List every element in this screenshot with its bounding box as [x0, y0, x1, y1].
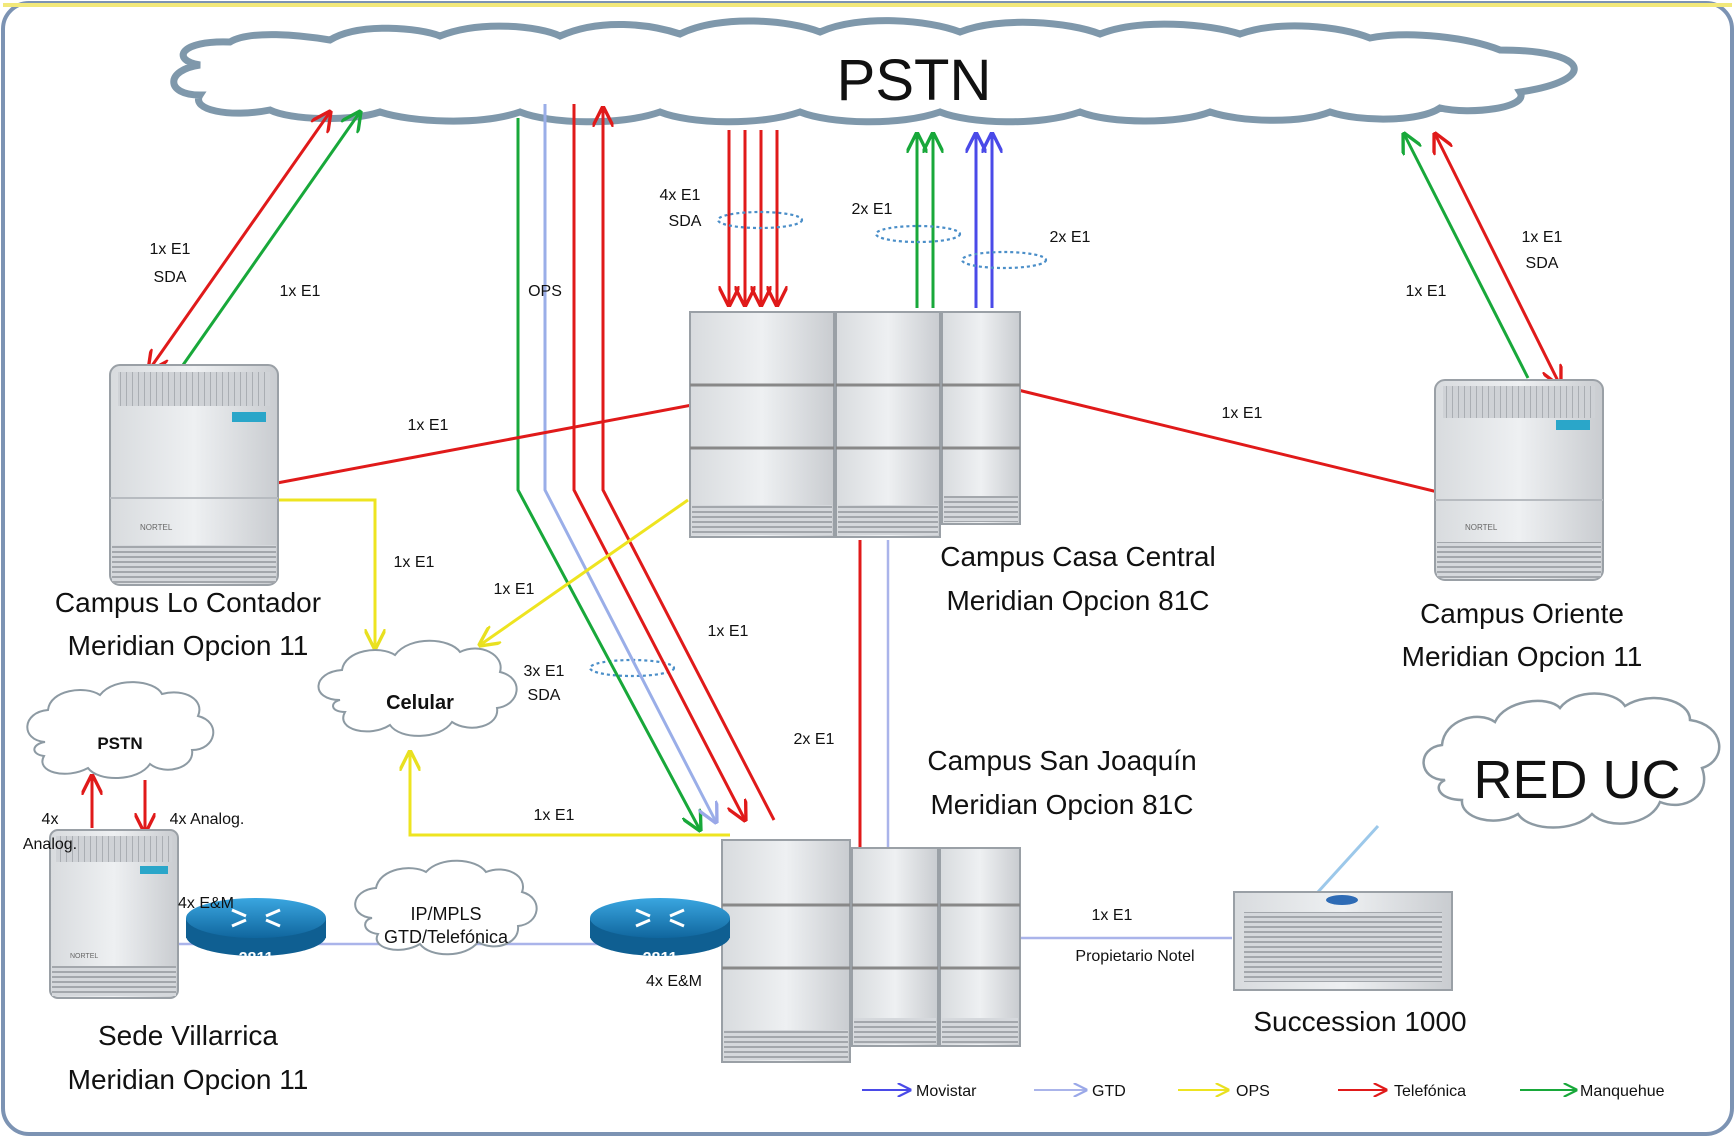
bundle-ellipse-cc-telefonica — [716, 210, 804, 230]
label-sj-pstn-red: 1x E1 — [708, 623, 749, 640]
link-lc-celular-ops — [276, 498, 375, 648]
red-uc-cloud: RED UC — [1422, 692, 1721, 829]
legend-label-gtd: GTD — [1092, 1083, 1126, 1100]
label-cc-pstn-red-2: SDA — [669, 213, 702, 230]
svg-text:NORTEL: NORTEL — [1465, 523, 1498, 532]
router-right-label: 2811 — [643, 950, 678, 967]
legend-label-movistar: Movistar — [916, 1083, 977, 1100]
label-vr-analog-down: 4x Analog. — [170, 811, 245, 828]
bundle-ellipse-cc-manquehue — [874, 224, 962, 244]
pstn-small-cloud: PSTN — [26, 681, 215, 780]
link-sj-pstn-telefonica-1 — [572, 104, 745, 820]
link-cc-celular-ops — [480, 498, 689, 645]
legend-label-ops: OPS — [1236, 1083, 1270, 1100]
label-or-pstn-green: 1x E1 — [1406, 283, 1447, 300]
site-casa-central-name: Campus Casa Central — [940, 541, 1215, 572]
label-cc-pstn-blue: 2x E1 — [1050, 229, 1091, 246]
label-ops: OPS — [528, 283, 562, 300]
label-or-pstn-red-2: SDA — [1526, 255, 1559, 272]
label-em-left: 4x E&M — [178, 895, 234, 912]
label-vr-analog-up-2: Analog. — [23, 836, 77, 853]
pstn-main-label: PSTN — [837, 48, 992, 113]
label-cc-pstn-green: 2x E1 — [852, 201, 893, 218]
link-sj-pstn-telefonica-2 — [603, 108, 776, 821]
label-vr-analog-up-1: 4x — [42, 811, 59, 828]
label-cc-pstn-red-1: 4x E1 — [660, 187, 701, 204]
label-lc-pstn-green: 1x E1 — [280, 283, 321, 300]
link-cc-pstn-manquehue-group — [917, 134, 933, 308]
site-villarrica-model: Meridian Opcion 11 — [68, 1064, 309, 1095]
link-or-pstn-telefonica — [1435, 134, 1560, 385]
celular-label: Celular — [386, 692, 454, 714]
ipmpls-cloud: IP/MPLS GTD/Telefónica — [354, 859, 538, 956]
link-lc-pstn-telefonica — [149, 112, 330, 370]
top-accent-bar — [3, 3, 1732, 7]
router-left: 2811 — [186, 898, 326, 967]
link-lc-pstn-manquehue — [174, 112, 360, 376]
label-or-pstn-red-1: 1x E1 — [1522, 229, 1563, 246]
pbx-villarrica: NORTEL — [49, 829, 179, 999]
site-lo-contador-name: Campus Lo Contador — [55, 587, 321, 618]
label-lc-cc: 1x E1 — [408, 417, 449, 434]
site-villarrica-name: Sede Villarrica — [98, 1020, 278, 1051]
pbx-oriente: NORTEL — [1434, 379, 1604, 581]
label-cc-sj: 2x E1 — [794, 731, 835, 748]
pbx-succession-1000 — [1233, 891, 1453, 991]
pbx-san-joaquin — [721, 839, 1021, 1063]
label-lc-cel: 1x E1 — [394, 554, 435, 571]
legend: Movistar GTD OPS Telefónica Manquehue — [862, 1083, 1665, 1100]
link-lc-cc — [276, 400, 709, 485]
router-right: 2811 — [590, 898, 730, 967]
site-san-joaquin-model: Meridian Opcion 81C — [930, 789, 1193, 820]
label-lc-pstn-red-2: SDA — [154, 269, 187, 286]
bundle-ellipse-cc-movistar — [960, 250, 1048, 270]
label-cc-or: 1x E1 — [1222, 405, 1263, 422]
ipmpls-label-1: IP/MPLS — [410, 904, 481, 924]
link-succession-reduc — [1316, 824, 1380, 894]
legend-label-telefonica: Telefónica — [1394, 1083, 1466, 1100]
link-sj-pstn-gtd — [543, 104, 716, 822]
link-or-pstn-manquehue — [1404, 134, 1530, 379]
legend-label-manquehue: Manquehue — [1580, 1083, 1665, 1100]
pstn-small-label: PSTN — [97, 734, 142, 753]
label-lc-pstn-red-1: 1x E1 — [150, 241, 191, 258]
label-em-right: 4x E&M — [646, 973, 702, 990]
link-sj-celular-ops — [410, 752, 730, 837]
router-left-label: 2811 — [239, 950, 274, 967]
svg-text:NORTEL: NORTEL — [140, 523, 173, 532]
celular-cloud: Celular — [317, 639, 518, 737]
site-oriente-name: Campus Oriente — [1420, 598, 1624, 629]
link-cc-pstn-movistar-group — [976, 134, 992, 308]
red-uc-label: RED UC — [1473, 750, 1680, 810]
label-sj-cel: 1x E1 — [534, 807, 575, 824]
label-sj-succ-2: Propietario Notel — [1075, 948, 1194, 965]
link-sj-pstn-manquehue — [516, 118, 700, 830]
label-cc-cel: 1x E1 — [494, 581, 535, 598]
site-lo-contador-model: Meridian Opcion 11 — [68, 630, 309, 661]
label-sj-pstn-sda-1: 3x E1 — [524, 663, 565, 680]
label-sj-succ-1: 1x E1 — [1092, 907, 1133, 924]
link-cc-pstn-telefonica-group — [729, 130, 777, 305]
ipmpls-label-2: GTD/Telefónica — [384, 927, 509, 947]
site-san-joaquin-name: Campus San Joaquín — [927, 745, 1196, 776]
site-casa-central-model: Meridian Opcion 81C — [946, 585, 1209, 616]
svg-text:NORTEL: NORTEL — [70, 953, 98, 960]
bundle-ellipse-sj-sda — [588, 658, 676, 678]
pbx-lo-contador: NORTEL — [109, 364, 279, 586]
pbx-casa-central — [689, 311, 1021, 538]
site-succession-name: Succession 1000 — [1253, 1006, 1466, 1037]
label-sj-pstn-sda-2: SDA — [528, 687, 561, 704]
link-cc-or — [1017, 388, 1451, 497]
site-oriente-model: Meridian Opcion 11 — [1402, 641, 1643, 672]
pstn-main-cloud: PSTN — [170, 17, 1578, 126]
